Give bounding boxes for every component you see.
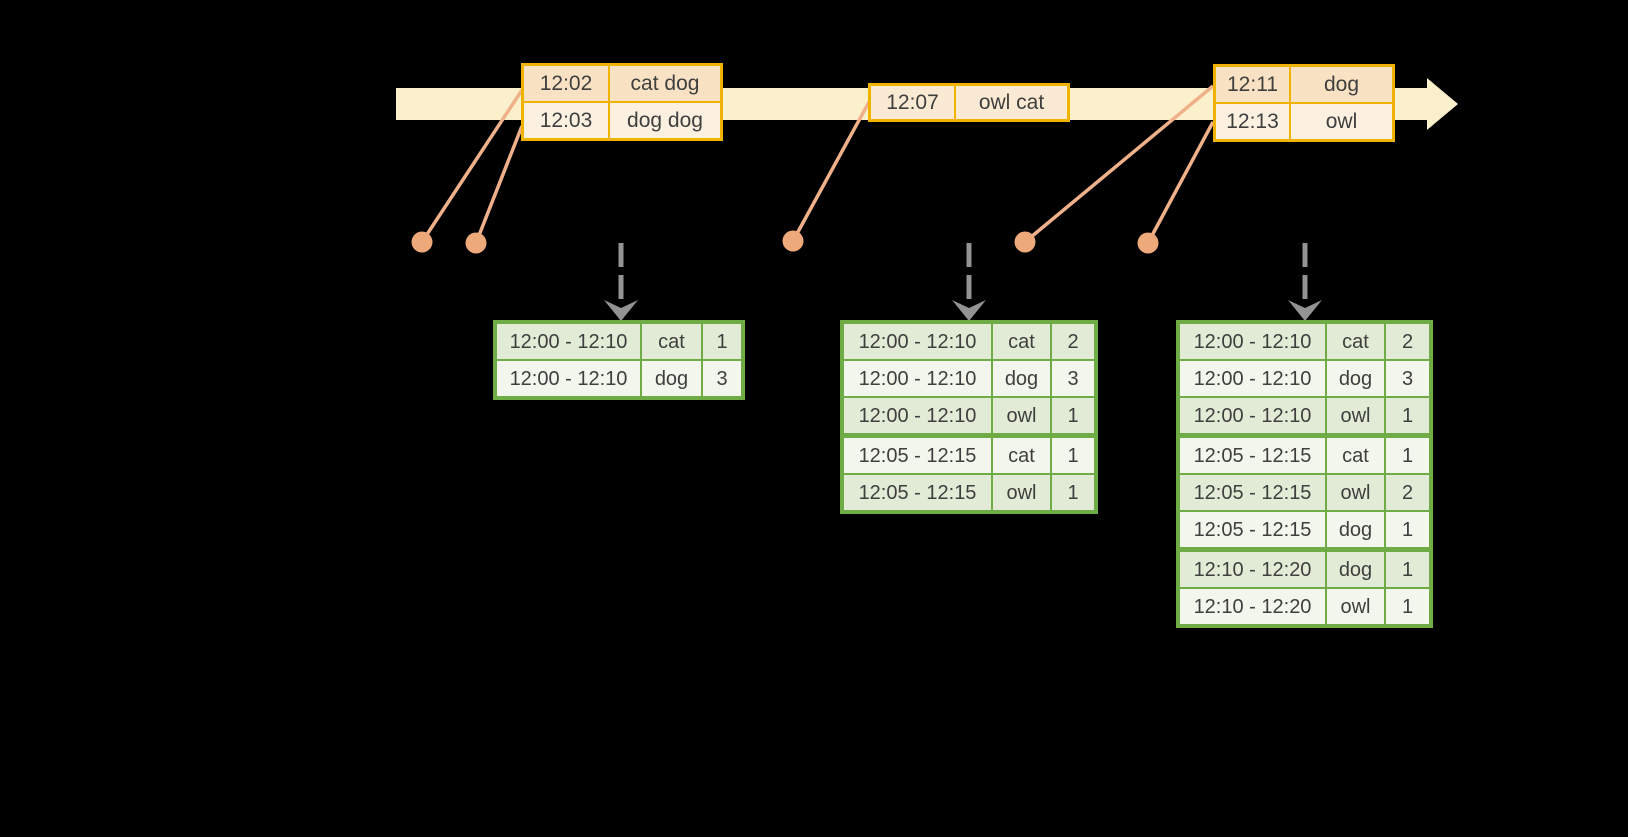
- result-row: 12:00 - 12:10 owl 1: [1180, 398, 1429, 433]
- count-cell: 1: [1386, 512, 1429, 547]
- count-cell: 1: [1052, 438, 1094, 473]
- event-words-cell: owl: [1291, 104, 1392, 139]
- count-cell: 1: [1386, 438, 1429, 473]
- word-cell: dog: [1327, 512, 1384, 547]
- event-dot: [782, 230, 804, 252]
- event-dot: [465, 232, 487, 254]
- count-cell: 3: [1052, 361, 1094, 396]
- window-cell: 12:00 - 12:10: [497, 324, 640, 359]
- trigger-arrowhead-icon: [952, 300, 986, 321]
- result-row: 12:10 - 12:20 owl 1: [1180, 589, 1429, 624]
- window-cell: 12:00 - 12:10: [1180, 398, 1325, 433]
- word-cell: owl: [1327, 475, 1384, 510]
- event-time-cell: 12:03: [524, 103, 608, 138]
- word-cell: cat: [1327, 438, 1384, 473]
- count-cell: 2: [1386, 475, 1429, 510]
- event-time-cell: 12:13: [1216, 104, 1289, 139]
- event-time-cell: 12:02: [524, 66, 608, 101]
- word-cell: cat: [642, 324, 701, 359]
- event-connector-line: [791, 101, 871, 242]
- result-row: 12:00 - 12:10 cat 2: [844, 324, 1094, 359]
- result-row: 12:10 - 12:20 dog 1: [1180, 552, 1429, 587]
- window-cell: 12:05 - 12:15: [1180, 512, 1325, 547]
- input-batch-table-2: 12:07 owl cat: [868, 83, 1070, 122]
- result-row: 12:05 - 12:15 owl 2: [1180, 475, 1429, 510]
- event-connector-line: [1023, 84, 1215, 244]
- result-row: 12:05 - 12:15 dog 1: [1180, 512, 1429, 547]
- word-cell: dog: [1327, 552, 1384, 587]
- result-table-1: 12:00 - 12:10 cat 1 12:00 - 12:10 dog 3: [493, 320, 745, 400]
- window-cell: 12:00 - 12:10: [497, 361, 640, 396]
- event-time-cell: 12:07: [871, 86, 954, 119]
- count-cell: 2: [1386, 324, 1429, 359]
- result-table-2: 12:00 - 12:10 cat 2 12:00 - 12:10 dog 3 …: [840, 320, 1098, 514]
- trigger-arrowhead-icon: [604, 300, 638, 321]
- result-row: 12:05 - 12:15 cat 1: [1180, 438, 1429, 473]
- event-dot: [411, 231, 433, 253]
- timeline-arrowhead-icon: [1427, 78, 1458, 130]
- count-cell: 1: [1386, 552, 1429, 587]
- event-connector-line: [420, 89, 524, 243]
- event-dot: [1137, 232, 1159, 254]
- word-cell: cat: [993, 438, 1050, 473]
- result-row: 12:00 - 12:10 cat 1: [497, 324, 741, 359]
- window-cell: 12:00 - 12:10: [844, 361, 991, 396]
- result-row: 12:05 - 12:15 owl 1: [844, 475, 1094, 510]
- count-cell: 1: [703, 324, 741, 359]
- window-cell: 12:05 - 12:15: [1180, 475, 1325, 510]
- result-table-3: 12:00 - 12:10 cat 2 12:00 - 12:10 dog 3 …: [1176, 320, 1433, 628]
- event-time-cell: 12:11: [1216, 67, 1289, 102]
- result-row: 12:00 - 12:10 dog 3: [497, 361, 741, 396]
- count-cell: 2: [1052, 324, 1094, 359]
- window-cell: 12:10 - 12:20: [1180, 589, 1325, 624]
- count-cell: 3: [1386, 361, 1429, 396]
- result-row: 12:00 - 12:10 dog 3: [844, 361, 1094, 396]
- event-dots: [411, 230, 1159, 254]
- event-words-cell: owl cat: [956, 86, 1067, 119]
- result-row: 12:00 - 12:10 owl 1: [844, 398, 1094, 433]
- event-words-cell: cat dog: [610, 66, 720, 101]
- window-cell: 12:05 - 12:15: [844, 438, 991, 473]
- event-connector-line: [1146, 121, 1215, 244]
- window-cell: 12:00 - 12:10: [1180, 324, 1325, 359]
- word-cell: owl: [993, 475, 1050, 510]
- count-cell: 3: [703, 361, 741, 396]
- word-cell: cat: [993, 324, 1050, 359]
- event-words-cell: dog dog: [610, 103, 720, 138]
- word-cell: dog: [993, 361, 1050, 396]
- count-cell: 1: [1052, 475, 1094, 510]
- word-cell: owl: [1327, 398, 1384, 433]
- connector-lines: [420, 84, 1215, 244]
- window-cell: 12:00 - 12:10: [844, 324, 991, 359]
- event-connector-line: [474, 125, 524, 244]
- result-row: 12:00 - 12:10 cat 2: [1180, 324, 1429, 359]
- word-cell: owl: [1327, 589, 1384, 624]
- count-cell: 1: [1052, 398, 1094, 433]
- result-row: 12:00 - 12:10 dog 3: [1180, 361, 1429, 396]
- word-cell: dog: [1327, 361, 1384, 396]
- event-dot: [1014, 231, 1036, 253]
- trigger-arrowhead-icon: [1288, 300, 1322, 321]
- window-cell: 12:10 - 12:20: [1180, 552, 1325, 587]
- window-cell: 12:00 - 12:10: [1180, 361, 1325, 396]
- count-cell: 1: [1386, 398, 1429, 433]
- window-cell: 12:05 - 12:15: [1180, 438, 1325, 473]
- event-words-cell: dog: [1291, 67, 1392, 102]
- word-cell: dog: [642, 361, 701, 396]
- word-cell: owl: [993, 398, 1050, 433]
- input-batch-table-1: 12:02 cat dog 12:03 dog dog: [521, 63, 723, 141]
- window-cell: 12:05 - 12:15: [844, 475, 991, 510]
- input-batch-table-3: 12:11 dog 12:13 owl: [1213, 64, 1395, 142]
- word-cell: cat: [1327, 324, 1384, 359]
- trigger-arrows: [618, 243, 1308, 299]
- count-cell: 1: [1386, 589, 1429, 624]
- result-row: 12:05 - 12:15 cat 1: [844, 438, 1094, 473]
- window-cell: 12:00 - 12:10: [844, 398, 991, 433]
